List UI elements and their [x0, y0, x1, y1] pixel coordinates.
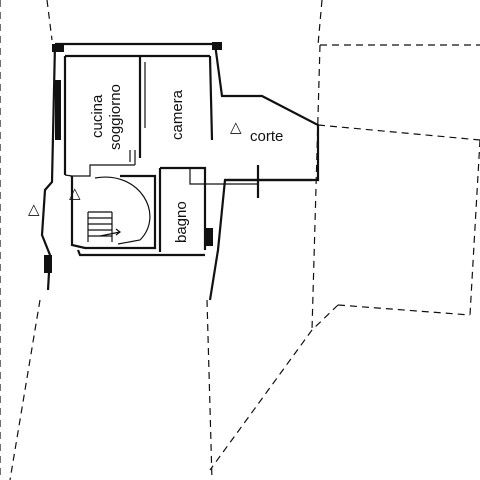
stair-treads	[87, 211, 113, 242]
outer-wall	[40, 42, 320, 301]
boundary-mid-horizontal	[317, 124, 480, 141]
room-label-camera: camera	[169, 89, 186, 140]
entrance-marker-1: △	[28, 201, 40, 218]
room-label-bagno: bagno	[173, 201, 190, 243]
wall-pier-5	[205, 228, 213, 246]
boundary-center-vertical	[206, 299, 213, 480]
room-label-cucina: cucina	[89, 94, 106, 138]
boundary-top-right	[317, 0, 323, 46]
boundary-courtyard-right	[311, 44, 321, 331]
boundary-lower-diagonal	[209, 304, 339, 471]
partition-bathroom	[158, 166, 207, 252]
partition-bedroom-detail	[134, 62, 146, 165]
wall-pier-4	[44, 255, 52, 273]
wall-pier-1	[52, 44, 64, 52]
room-label-corte: corte	[250, 128, 283, 145]
inner-wall-left	[63, 54, 214, 175]
entrance-marker-3: △	[230, 119, 242, 136]
wall-pier-3	[55, 80, 61, 140]
boundary-far-right	[469, 139, 480, 316]
doors	[129, 150, 212, 236]
inner-lower-wall	[64, 164, 135, 177]
stair-enclosure	[70, 174, 157, 250]
stair-curve	[94, 176, 151, 245]
boundary-left-lower	[9, 299, 41, 480]
corridor-line	[189, 168, 258, 185]
boundary-lower-horizontal	[337, 304, 471, 316]
wall-pier-2	[212, 42, 222, 50]
building-walls	[40, 42, 320, 301]
room-label-soggiorno: soggiorno	[107, 84, 124, 150]
stair-arrow	[99, 228, 121, 237]
entrance-marker-2: △	[69, 185, 81, 202]
boundary-top-left	[46, 0, 53, 41]
staircase	[70, 174, 157, 250]
